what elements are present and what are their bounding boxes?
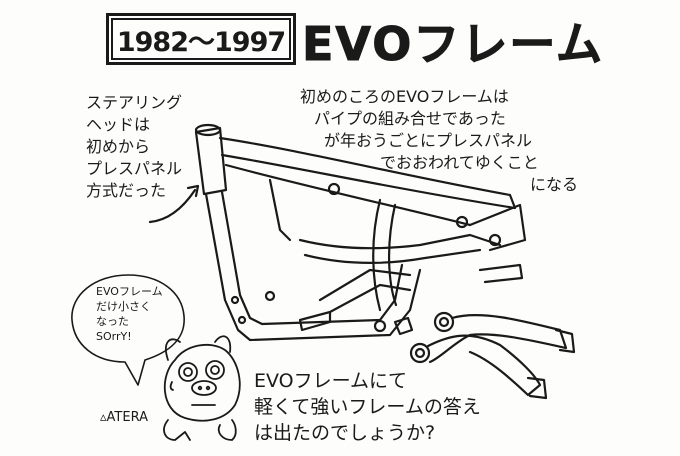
note-line: プレスパネル [86, 159, 183, 178]
speech-bubble [71, 274, 185, 386]
year-range-badge: 1982〜1997 [106, 13, 296, 65]
note-line: になる [530, 175, 579, 194]
caption-line: 軽くて強いフレームの答え [254, 396, 481, 418]
note-line: パイプの組み合せであった [314, 109, 506, 128]
note-line: 初めのころのEVOフレームは [300, 87, 509, 106]
caption-line: EVOフレームにて [254, 370, 408, 392]
note-line: が年おうごとにプレスパネル [324, 131, 533, 150]
bubble-line: なった [96, 315, 129, 328]
steering-head [194, 123, 228, 196]
note-line: ステアリング [86, 93, 183, 112]
note-line: 初めから [86, 137, 151, 156]
arrow [148, 188, 197, 224]
note-line: 方式だった [86, 181, 167, 200]
note-line: ヘッドは [86, 115, 151, 134]
bubble-line: だけ小さく [96, 300, 151, 313]
speech-bubble-text: EVOフレーム だけ小さく なった SOrrY! [96, 284, 163, 344]
artist-signature: ▵ATERA [100, 410, 148, 425]
page-title: EVOフレーム [302, 17, 604, 72]
swingarm [409, 311, 576, 400]
bubble-line: SOrrY! [96, 330, 132, 343]
right-note: 初めのころのEVOフレームは パイプの組み合せであった が年おうごとにプレスパネ… [300, 86, 578, 196]
bottom-caption: EVOフレームにて 軽くて強いフレームの答え は出たのでしょうか? [254, 368, 481, 446]
caption-line: は出たのでしょうか? [254, 422, 436, 444]
left-note: ステアリング ヘッドは 初めから プレスパネル 方式だった [86, 92, 182, 202]
down-tube [204, 192, 422, 342]
pig-character [163, 335, 241, 441]
triangle-icon: ▵ [100, 410, 107, 425]
top-tube [218, 136, 517, 210]
bubble-line: EVOフレーム [96, 285, 163, 298]
note-line: でおおわれてゆくこと [380, 153, 539, 172]
